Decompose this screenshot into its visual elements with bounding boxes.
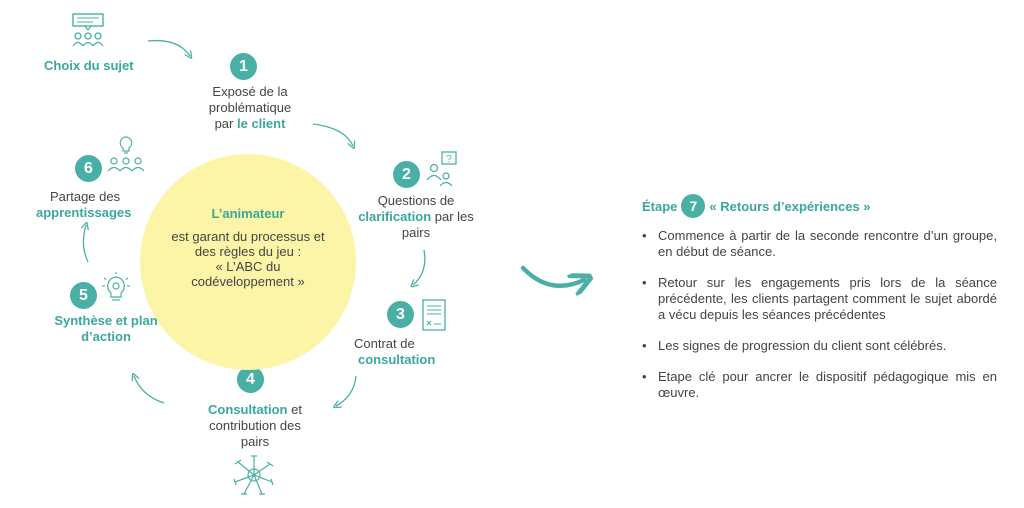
arrow-1-to-2	[312, 123, 353, 146]
step-1-label: Exposé de la problématique par le client	[208, 84, 292, 131]
lightbulb-group-icon	[107, 136, 145, 172]
step-7-prefix: Étape	[642, 198, 678, 214]
step-2-label: Questions de clarification par les pairs	[358, 193, 474, 240]
speech-bubble-group-icon	[72, 13, 104, 47]
step-1-badge: 1	[230, 53, 257, 80]
step-5-badge: 5	[70, 282, 97, 309]
start-label: Choix du sujet	[44, 58, 134, 73]
step-4-label: Consultation et contribution des pairs	[208, 402, 302, 449]
step-7-bullet-list: Commence à partir de la seconde rencontr…	[642, 228, 997, 416]
contract-document-icon	[422, 299, 446, 331]
arrow-start-to-1	[147, 39, 190, 56]
step-4-badge: 4	[237, 366, 264, 393]
bullet-item: Les signes de progression du client sont…	[642, 338, 997, 354]
bullet-item: Retour sur les engagements pris lors de …	[642, 275, 997, 323]
step-2-badge: 2	[393, 161, 420, 188]
arrow-5-to-6	[83, 225, 88, 263]
lightbulb-gear-icon	[102, 272, 130, 301]
step-7-title: « Retours d’expériences »	[709, 198, 871, 214]
animateur-circle	[140, 154, 356, 370]
bullet-item: Commence à partir de la seconde rencontr…	[642, 228, 997, 260]
joined-hands-icon	[233, 455, 274, 495]
bullet-item: Etape clé pour ancrer le dispositif péda…	[642, 369, 997, 401]
step-5-label: Synthèse et plan d’action	[54, 313, 158, 344]
step-6-label: Partage des apprentissages	[36, 189, 132, 220]
arrow-2-to-3	[413, 249, 426, 285]
step-3-label: Contrat de consultation	[354, 336, 436, 367]
center-description: est garant du processus et des règles du…	[171, 229, 325, 289]
step-7-heading: Étape 7 « Retours d’expériences »	[642, 194, 871, 218]
arrow-to-step-7	[520, 265, 584, 286]
center-title: L’animateur	[211, 206, 285, 221]
step-6-badge: 6	[75, 155, 102, 182]
step-7-badge: 7	[681, 194, 706, 218]
arrow-3-to-4	[336, 375, 357, 406]
step-3-badge: 3	[387, 301, 414, 328]
question-people-icon: ?	[426, 151, 457, 187]
svg-text:?: ?	[446, 154, 452, 165]
arrow-4-to-5	[134, 376, 165, 404]
